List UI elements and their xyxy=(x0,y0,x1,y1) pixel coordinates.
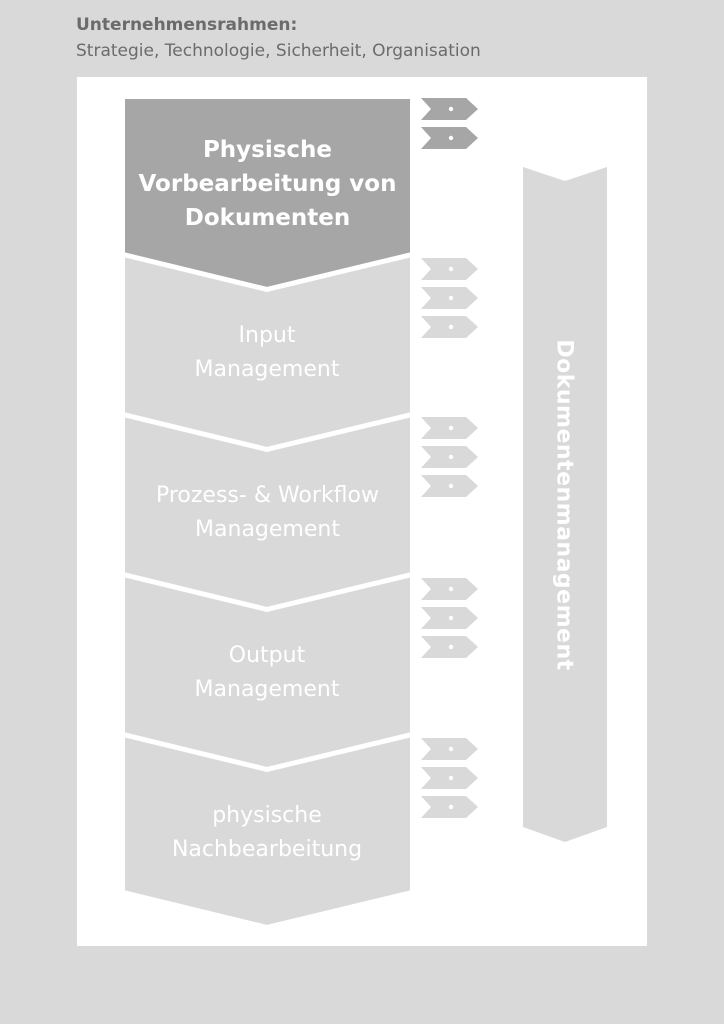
side-arrow-shape xyxy=(523,167,607,842)
stage-marker xyxy=(421,98,478,120)
stage-marker xyxy=(421,796,478,818)
header-subtitle: Strategie, Technologie, Sicherheit, Orga… xyxy=(76,41,481,61)
stage-shapes xyxy=(121,95,414,930)
header-title: Unternehmensrahmen: xyxy=(76,15,298,35)
stage-marker xyxy=(421,607,478,629)
stage-marker xyxy=(421,446,478,468)
stage-marker xyxy=(421,636,478,658)
stage-marker xyxy=(421,316,478,338)
stage-label-prozess-workflow: Prozess- & Workflow Management xyxy=(155,483,379,542)
stage-marker xyxy=(421,127,478,149)
stage-shape-5 xyxy=(121,732,414,930)
stage-label-output: Output Management xyxy=(194,643,340,702)
stage-markers xyxy=(421,98,478,818)
stage-marker xyxy=(421,578,478,600)
stage-label-nachbearbeitung: physische Nachbearbeitung xyxy=(171,803,363,862)
stage-marker xyxy=(421,738,478,760)
stage-marker xyxy=(421,475,478,497)
stage-label-vorbearbeitung: Physische Vorbearbeitung von Dokumenten xyxy=(138,137,397,231)
stage-marker xyxy=(421,258,478,280)
stage-marker xyxy=(421,767,478,789)
stage-marker xyxy=(421,417,478,439)
stage-marker xyxy=(421,287,478,309)
header: Unternehmensrahmen: Strategie, Technolog… xyxy=(76,12,481,64)
stage-label-input: Input Management xyxy=(194,323,340,382)
side-arrow-label: Dokumentenmanagement xyxy=(551,339,577,671)
